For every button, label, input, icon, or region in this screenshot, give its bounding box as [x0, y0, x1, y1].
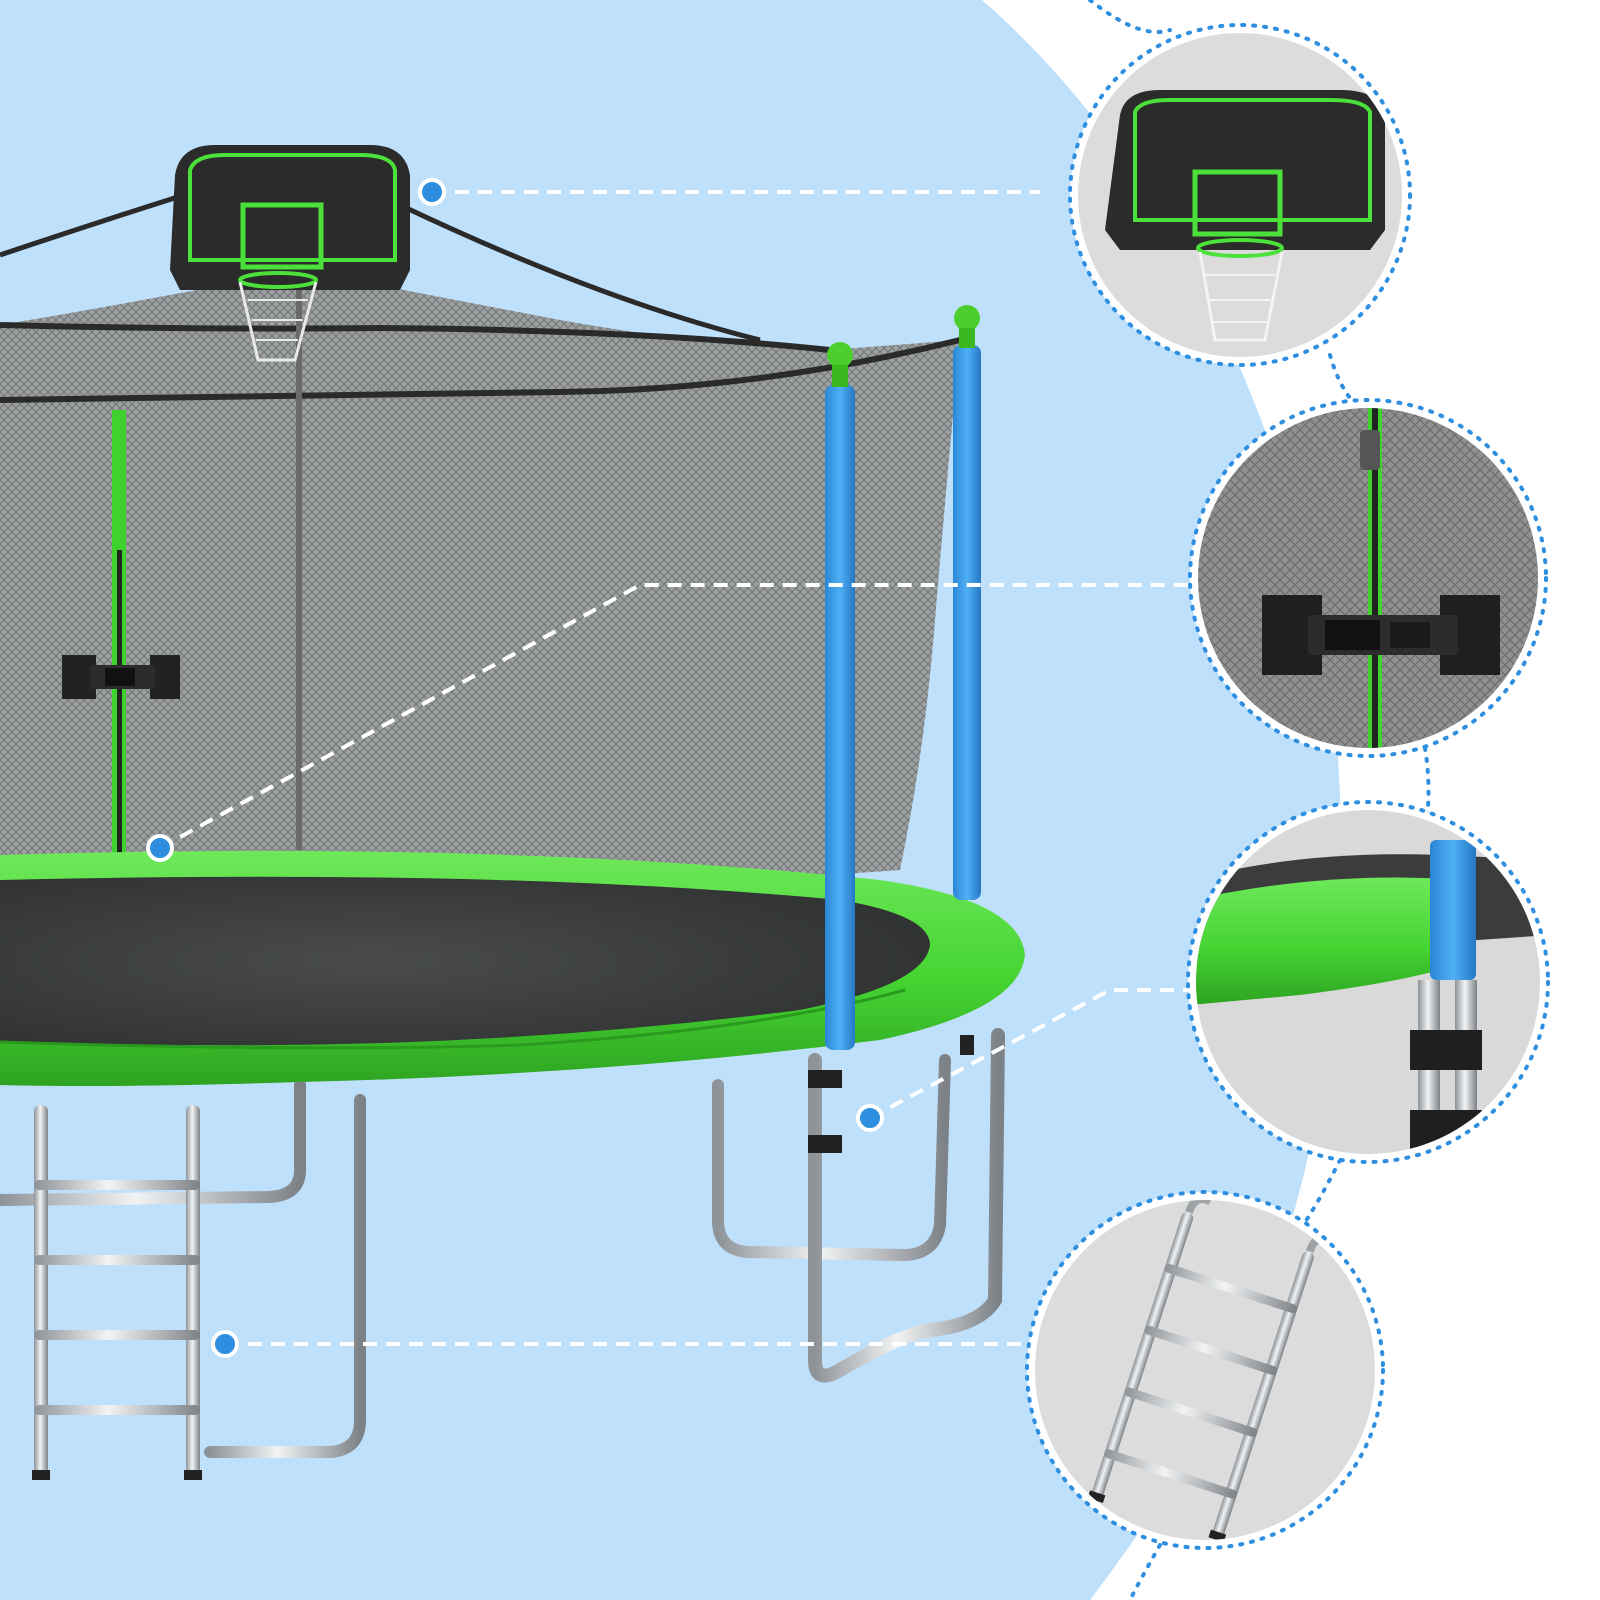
back-legs [0, 1054, 951, 1458]
dotted-connector [1088, 0, 1431, 1600]
jump-mat [0, 876, 930, 1046]
buckle-icon [62, 655, 180, 699]
callout-dot-icon [856, 1104, 884, 1132]
basketball-hoop-icon [170, 145, 410, 362]
callout-dot-icon [146, 834, 174, 862]
zoom-hoop [1068, 23, 1412, 367]
zoom-buckle [1188, 398, 1548, 758]
callout-dot-icon [211, 1330, 239, 1358]
zoom-pole [1186, 800, 1550, 1164]
callout-dot-icon [418, 178, 446, 206]
front-leg [808, 1028, 1005, 1383]
pole-pad-icon [825, 305, 981, 1050]
trampoline [0, 145, 1025, 1480]
zoom-ladder [1025, 1190, 1385, 1550]
callout-lines [159, 190, 1190, 1346]
enclosure-net [0, 270, 960, 882]
ladder-icon [32, 1105, 202, 1480]
